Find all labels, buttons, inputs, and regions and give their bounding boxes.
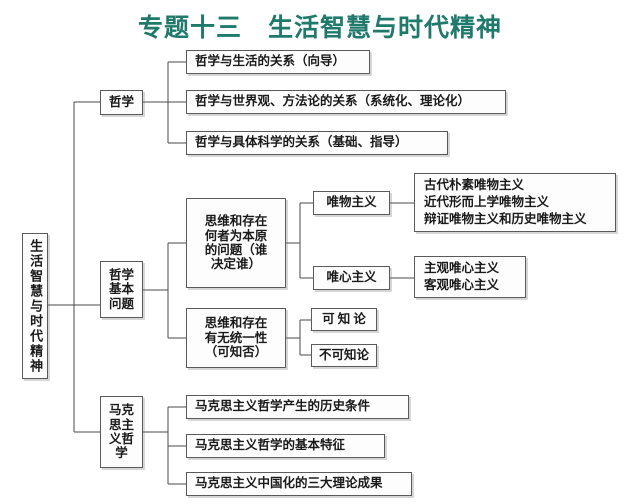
branch-marxist-philosophy[interactable]: 马克 思主 义哲 学 (100, 396, 143, 468)
philosophy-child-3[interactable]: 哲学与具体科学的关系（基础、指导） (186, 131, 448, 155)
bq-child2-line-1: 思维和存在 (204, 316, 268, 331)
basic-question-line-2: 基本 (108, 282, 134, 297)
materialism-node[interactable]: 唯物主义 (313, 191, 390, 215)
marxist-line-4: 学 (115, 446, 128, 461)
branch-basic-question[interactable]: 哲学 基本 问题 (100, 261, 143, 318)
materialism-detail-2: 近代形而上学唯物主义 (424, 194, 550, 209)
marxist-child-3[interactable]: 马克思主义中国化的三大理论成果 (186, 472, 412, 496)
materialism-detail-1: 古代朴素唯物主义 (424, 177, 525, 192)
materialism-detail-box[interactable]: 古代朴素唯物主义 近代形而上学唯物主义 辩证唯物主义和历史唯物主义 (414, 173, 616, 232)
branch-philosophy[interactable]: 哲学 (100, 90, 143, 115)
unknowable-node[interactable]: 不可知论 (311, 344, 377, 367)
marxist-child-1[interactable]: 马克思主义哲学产生的历史条件 (186, 395, 409, 419)
idealism-node[interactable]: 唯心主义 (313, 266, 390, 290)
bq-child2-line-2: 有无统一性 (204, 330, 268, 345)
idealism-detail-box[interactable]: 主观唯心主义 客观唯心主义 (414, 256, 526, 298)
page-title: 专题十三 生活智慧与时代精神 (137, 15, 502, 42)
bq-child1-line-3: 的问题（谁 (204, 243, 268, 257)
bq-child1-line-4: 决定谁） (210, 257, 261, 272)
philosophy-child-1[interactable]: 哲学与生活的关系（向导） (186, 50, 370, 74)
knowable-node[interactable]: 可 知 论 (311, 308, 377, 331)
marxist-line-1: 马克 (108, 403, 134, 418)
idealism-detail-2: 客观唯心主义 (424, 278, 500, 292)
bq-child2-line-3: （可知否） (204, 345, 268, 360)
bq-child1-line-2: 何者为本原 (204, 228, 268, 243)
bq-child1-line-1: 思维和存在 (204, 214, 268, 229)
basic-question-line-3: 问题 (108, 296, 134, 311)
marxist-line-2: 思主 (108, 417, 134, 432)
idealism-detail-1: 主观唯心主义 (424, 260, 500, 275)
basic-question-line-1: 哲学 (108, 267, 134, 282)
basic-question-child-1[interactable]: 思维和存在 何者为本原 的问题（谁 决定谁） (186, 198, 286, 288)
basic-question-child-2[interactable]: 思维和存在 有无统一性 （可知否） (186, 308, 286, 368)
marxist-child-2[interactable]: 马克思主义哲学的基本特征 (186, 434, 385, 458)
root-node[interactable]: 生活智慧与时代精神 (22, 233, 48, 379)
materialism-detail-3: 辩证唯物主义和历史唯物主义 (424, 212, 587, 227)
marxist-line-3: 义哲 (108, 432, 134, 446)
philosophy-child-2[interactable]: 哲学与世界观、方法论的关系（系统化、理论化） (186, 90, 506, 114)
